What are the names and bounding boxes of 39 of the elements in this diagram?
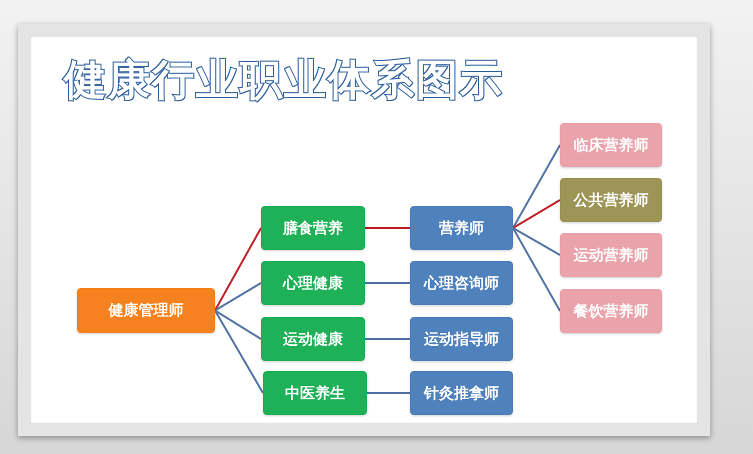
connector-line (365, 282, 410, 284)
connector-line (512, 199, 561, 229)
connector-line (214, 228, 262, 311)
node-label: 针灸推拿师 (424, 384, 499, 402)
connector-line (512, 228, 561, 312)
title: 健康行业职业体系图示 (64, 52, 504, 108)
connector-line (365, 338, 410, 340)
area-box (261, 317, 365, 361)
area-box (261, 261, 365, 305)
job-box (410, 317, 513, 361)
connector-line (367, 392, 410, 394)
connector-line (214, 282, 262, 312)
role-box (77, 288, 215, 333)
node-label: 健康管理师 (108, 301, 184, 320)
node-label: 公共营养师 (574, 190, 648, 210)
job-box (410, 261, 513, 305)
area-box (263, 371, 367, 415)
node-label: 餐饮营养师 (574, 302, 648, 320)
node-label: 营养师 (439, 218, 484, 238)
node-label: 临床营养师 (574, 136, 648, 154)
job-box (410, 371, 513, 415)
job-box (410, 206, 513, 250)
node-label: 运动指导师 (424, 330, 499, 348)
specialty-box (560, 289, 662, 333)
connector-line (512, 227, 560, 256)
node-label: 运动健康 (283, 330, 343, 348)
node-label: 运动营养师 (574, 246, 648, 264)
area-box (261, 206, 365, 250)
node-label: 膳食营养 (283, 218, 343, 238)
connector-line (214, 310, 264, 394)
specialty-box (560, 178, 662, 222)
specialty-box (560, 233, 662, 277)
node-label: 心理健康 (283, 274, 343, 292)
node-label: 中医养生 (285, 384, 345, 402)
connector-line (214, 310, 262, 340)
connector-line (512, 144, 561, 228)
node-label: 心理咨询师 (424, 274, 499, 292)
specialty-box (560, 123, 662, 167)
connector-line (365, 227, 410, 229)
